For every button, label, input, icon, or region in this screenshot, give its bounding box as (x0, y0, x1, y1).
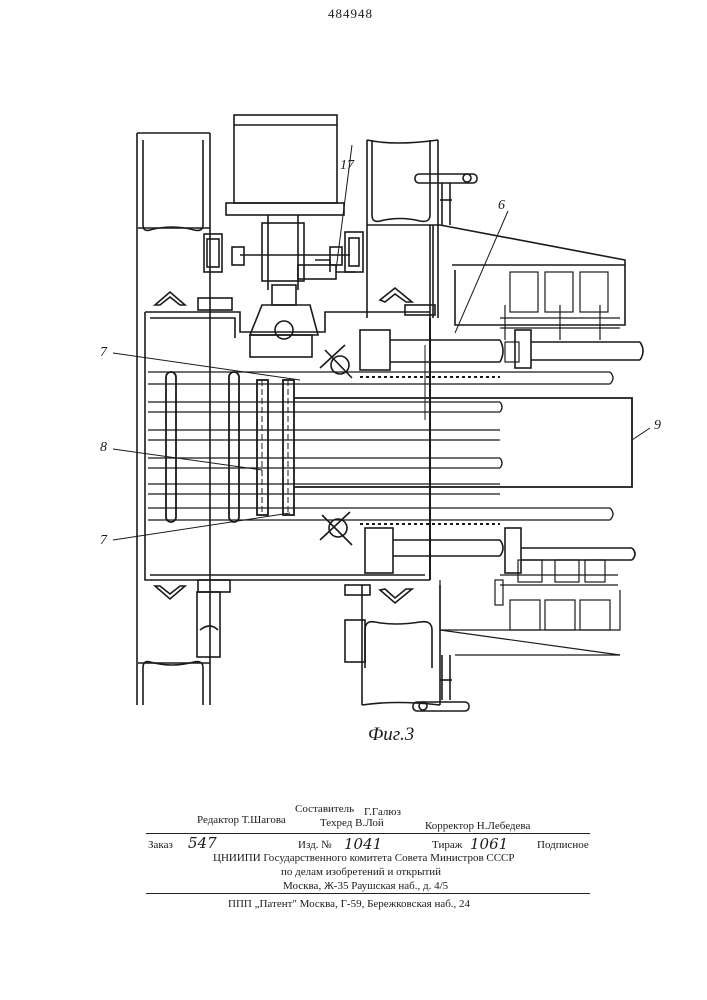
label-9: 9 (654, 418, 661, 434)
ring-clamps (166, 372, 300, 522)
printer: ППП „Патент" Москва, Г-59, Бережковская … (228, 898, 470, 910)
order-label: Заказ (148, 839, 173, 851)
editor: Редактор Т.Шагова (197, 814, 286, 826)
divider-bottom (146, 893, 590, 894)
print-run-label: Тираж (432, 839, 462, 851)
subscription: Подписное (537, 839, 589, 851)
institute-address: Москва, Ж-35 Раушская наб., д. 4/5 (283, 880, 448, 892)
label-8: 8 (100, 440, 107, 456)
figure-caption: Фиг.3 (368, 724, 414, 746)
top-screw-jack (415, 174, 625, 325)
bottom-screw-jack (413, 655, 469, 711)
right-frame-column (345, 140, 440, 705)
upper-feed-rod (320, 330, 643, 420)
edition-label: Изд. № (298, 839, 332, 851)
tube-bundle (148, 372, 632, 524)
leader-lines (113, 211, 650, 540)
label-7-top: 7 (100, 345, 107, 361)
technical-drawing (0, 0, 707, 760)
left-frame-column (137, 133, 232, 705)
label-17: 17 (340, 158, 354, 174)
compiler-label: Составитель (295, 803, 354, 815)
top-right-mechanism (500, 272, 620, 362)
techred: Техред В.Лой (320, 817, 384, 829)
corrector: Корректор Н.Лебедева (425, 820, 530, 832)
bottom-right-mechanism (440, 560, 620, 655)
print-run: 1061 (470, 835, 508, 853)
institute-line1: ЦНИИПИ Государственного комитета Совета … (213, 852, 515, 864)
institute-line2: по делам изобретений и открытий (281, 866, 441, 878)
label-7-bottom: 7 (100, 533, 107, 549)
edition-number: 1041 (344, 835, 382, 853)
order-number: 547 (188, 834, 217, 852)
motor-assembly (226, 115, 355, 357)
imprint-block: Составитель Г.Галюз Редактор Т.Шагова Те… (0, 790, 707, 930)
label-6: 6 (498, 198, 505, 214)
